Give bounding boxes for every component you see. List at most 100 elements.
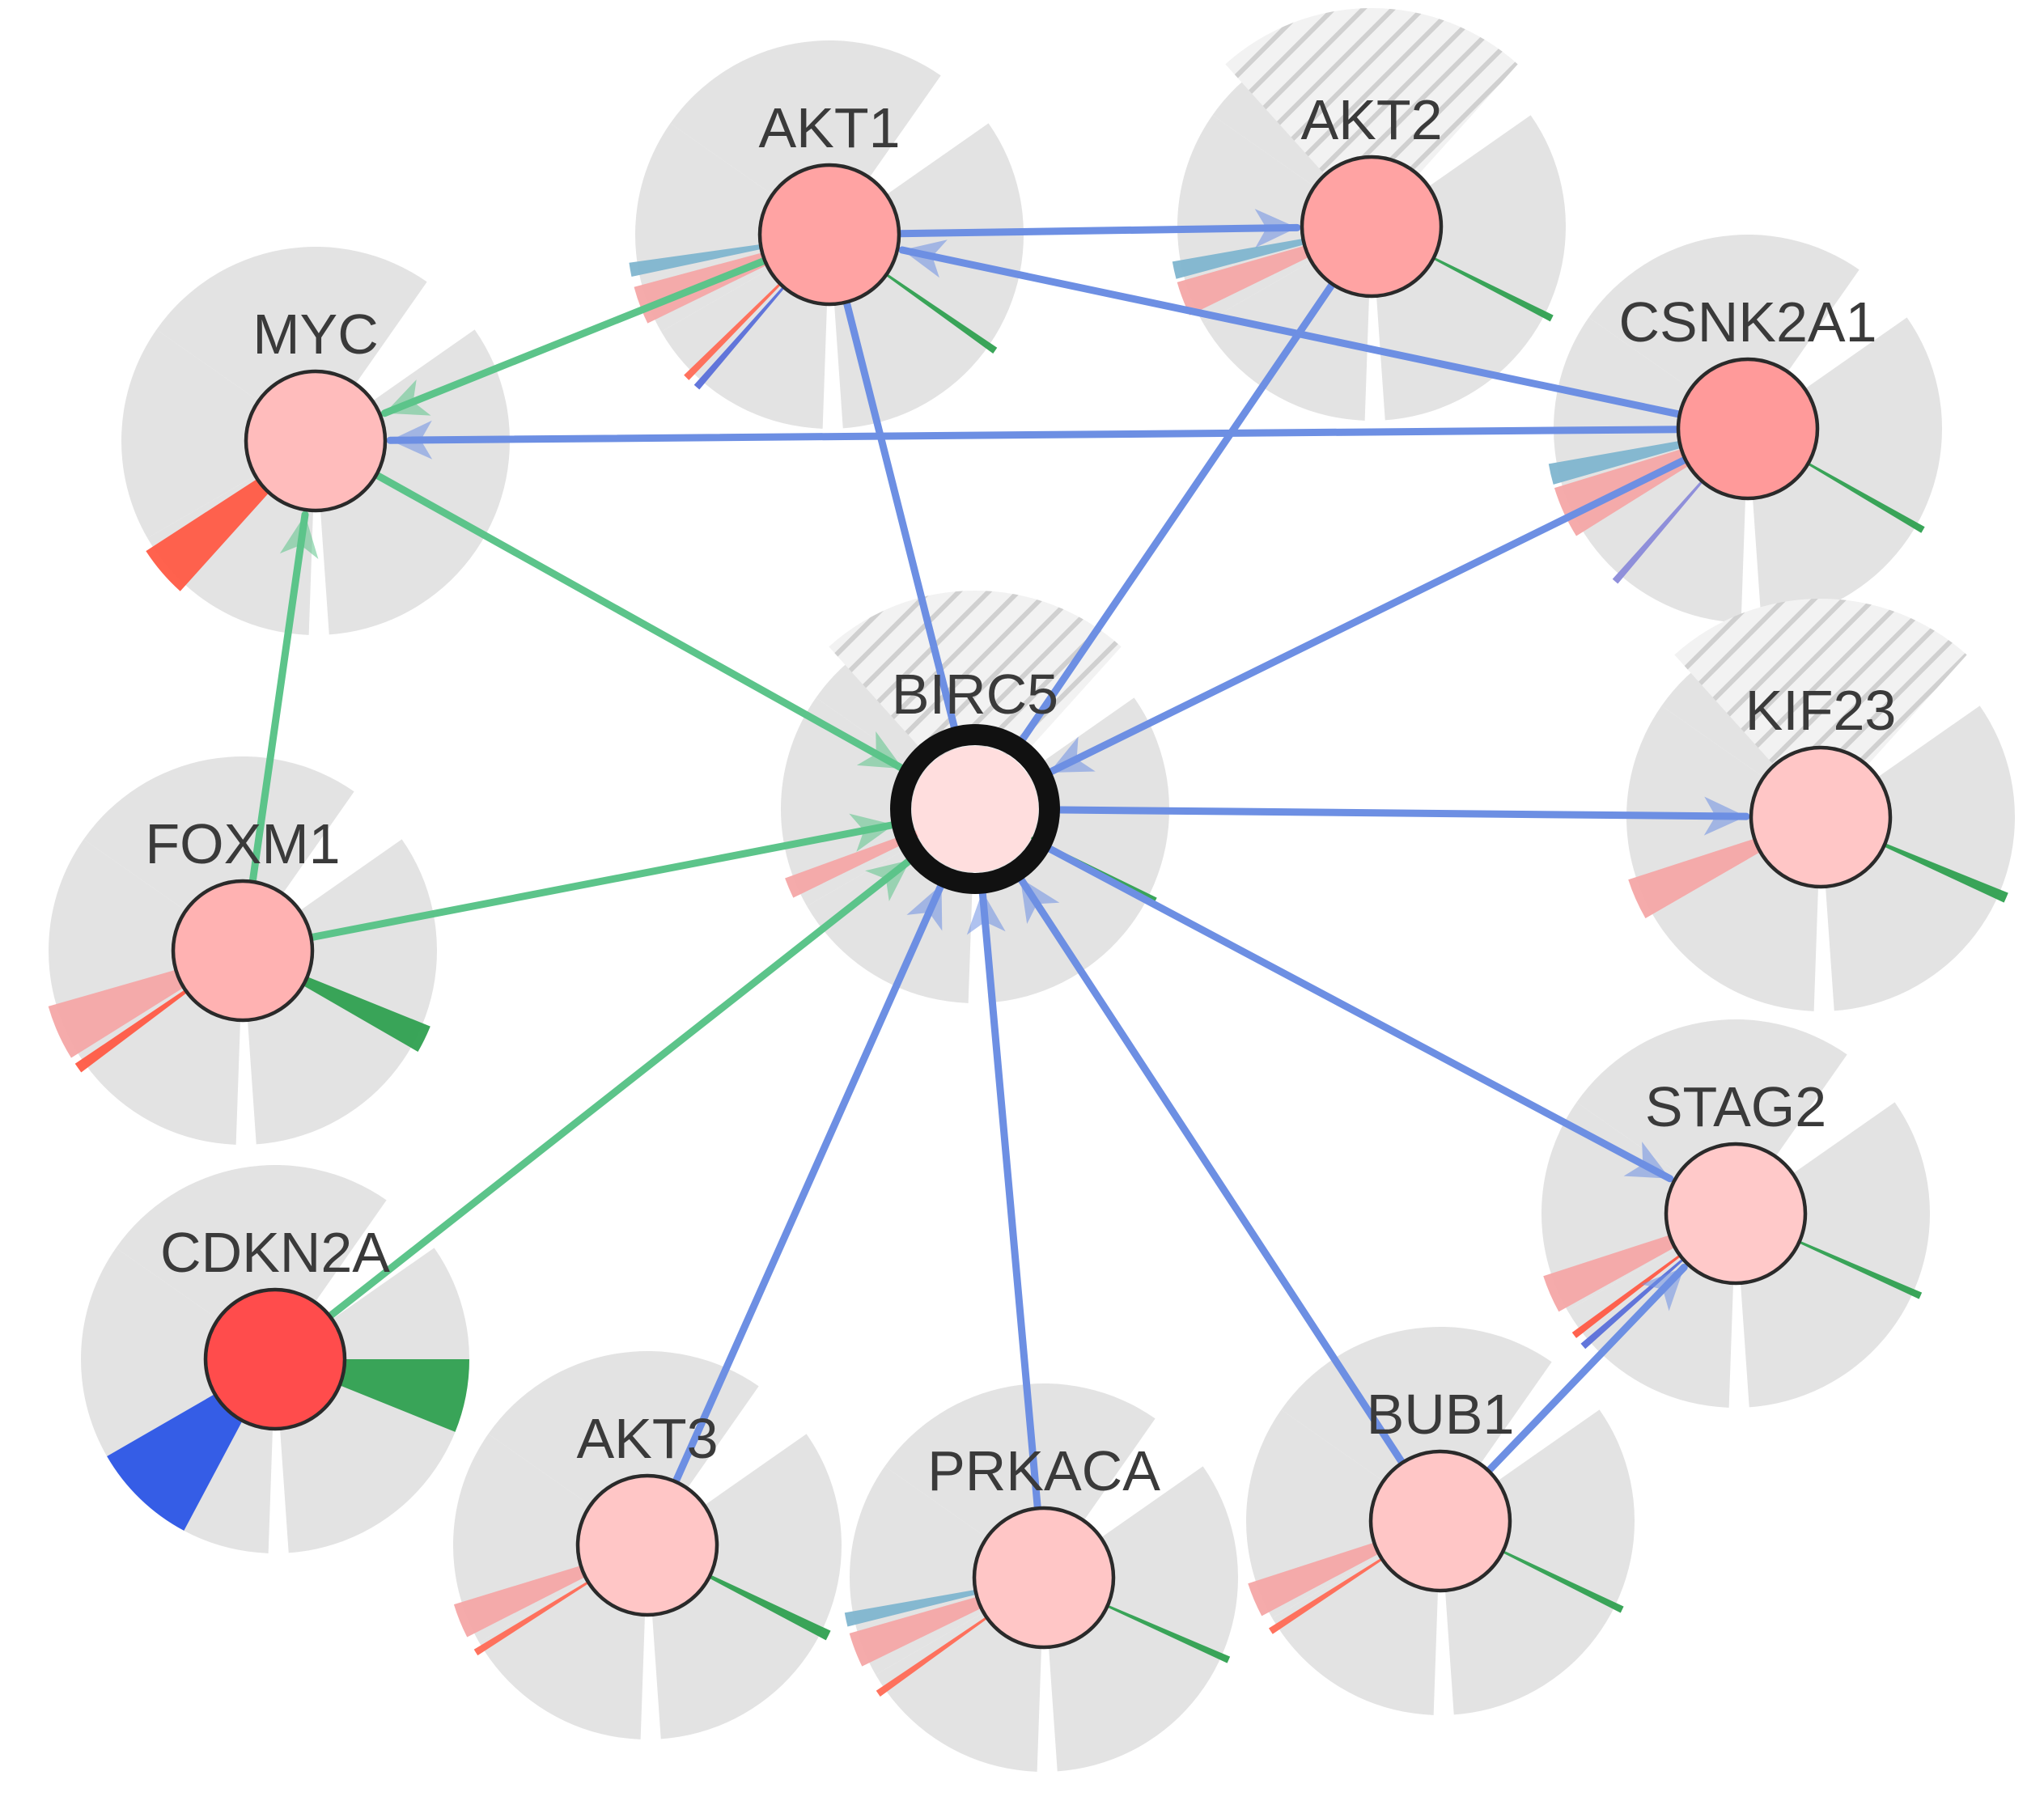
halo-ring <box>780 697 975 906</box>
node-core[interactable] <box>244 369 388 513</box>
node-birc5[interactable]: BIRC5 <box>890 663 1060 894</box>
edge-arrowhead <box>1020 878 1060 925</box>
halo-ring <box>116 1165 387 1359</box>
edge-akt1-birc5[interactable] <box>842 298 959 733</box>
halo-ring <box>83 756 354 951</box>
edge-bub1-birc5[interactable] <box>1016 874 1406 1467</box>
edge-foxm1-myc[interactable] <box>248 511 319 886</box>
edge-akt1-myc[interactable] <box>380 256 769 417</box>
edge-line[interactable] <box>978 888 1041 1512</box>
edge-arrowhead <box>1254 209 1298 248</box>
edge-line[interactable] <box>1485 1263 1688 1475</box>
node-akt2[interactable]: AKT2 <box>1300 88 1444 299</box>
node-label: CSNK2A1 <box>1618 290 1876 354</box>
edge-akt3-birc5[interactable] <box>672 880 946 1485</box>
node-core[interactable] <box>1749 745 1893 889</box>
node-label: PRKACA <box>927 1439 1160 1502</box>
node-core[interactable] <box>575 1473 719 1617</box>
node-myc[interactable]: MYC <box>244 303 388 513</box>
halo-notch <box>640 1545 661 1741</box>
edge-line[interactable] <box>1017 280 1337 745</box>
node-core[interactable] <box>912 746 1038 872</box>
halo-notch <box>1364 227 1385 423</box>
edge-arrowhead <box>902 239 948 278</box>
node-label: MYC <box>252 303 379 366</box>
halo-notch <box>1728 1214 1749 1409</box>
node-core[interactable] <box>972 1506 1116 1650</box>
edge-arrowhead <box>856 731 903 769</box>
edge-arrowhead <box>849 813 894 852</box>
edge-line[interactable] <box>1047 806 1750 820</box>
halo-notch <box>1433 1521 1454 1717</box>
halo-ring <box>884 1383 1156 1578</box>
halo-notch <box>1037 1578 1058 1773</box>
halo-ring <box>670 40 941 235</box>
node-akt1[interactable]: AKT1 <box>757 96 901 307</box>
edge-myc-birc5[interactable] <box>372 471 907 773</box>
node-foxm1[interactable]: FOXM1 <box>145 812 341 1023</box>
node-core[interactable] <box>203 1287 347 1431</box>
edge-line[interactable] <box>895 223 1301 238</box>
edge-line[interactable] <box>380 256 769 417</box>
edge-csnk2a1-birc5[interactable] <box>1045 455 1690 777</box>
edge-line[interactable] <box>1045 455 1690 777</box>
edge-cdkn2a-birc5[interactable] <box>326 856 914 1320</box>
expression-hatch <box>829 591 1122 809</box>
edge-line[interactable] <box>672 880 946 1485</box>
node-core[interactable] <box>171 879 315 1023</box>
halo-notch <box>308 441 329 637</box>
node-kif23[interactable]: KIF23 <box>1745 679 1897 889</box>
edge-line[interactable] <box>386 426 1682 444</box>
edge-foxm1-birc5[interactable] <box>307 813 898 942</box>
halo-notch <box>268 1359 289 1555</box>
edge-arrowhead <box>906 884 943 931</box>
node-bub1[interactable]: BUB1 <box>1367 1383 1515 1593</box>
node-label: FOXM1 <box>145 812 340 875</box>
edge-arrowhead <box>1640 1267 1685 1311</box>
node-label: BIRC5 <box>892 663 1058 726</box>
edge-csnk2a1-myc[interactable] <box>386 420 1682 460</box>
node-core[interactable] <box>1300 155 1444 299</box>
edge-birc5-kif23[interactable] <box>1047 796 1750 836</box>
edge-prkaca-birc5[interactable] <box>966 888 1041 1512</box>
edge-akt1-akt2[interactable] <box>895 209 1301 248</box>
node-akt3[interactable]: AKT3 <box>575 1407 719 1617</box>
edge-line[interactable] <box>1016 874 1406 1467</box>
edge-line[interactable] <box>248 511 309 886</box>
edge-arrowhead <box>279 515 319 559</box>
node-core[interactable] <box>1676 357 1820 501</box>
node-label: AKT2 <box>1300 88 1442 151</box>
node-prkaca[interactable]: PRKACA <box>927 1439 1160 1650</box>
edge-arrowhead <box>384 379 431 416</box>
halo-notch <box>1741 429 1762 625</box>
edge-csnk2a1-akt1[interactable] <box>898 239 1684 418</box>
node-core[interactable] <box>1664 1142 1808 1286</box>
edge-line[interactable] <box>898 246 1684 418</box>
edge-arrowhead <box>1049 736 1096 773</box>
halo-notch <box>822 235 843 431</box>
halo-ring <box>1588 235 1860 429</box>
node-csnk2a1[interactable]: CSNK2A1 <box>1618 290 1877 501</box>
halo-ring <box>1576 1019 1847 1214</box>
node-cdkn2a[interactable]: CDKN2A <box>160 1221 390 1431</box>
edge-line[interactable] <box>842 298 959 733</box>
edge-line[interactable] <box>307 820 898 942</box>
edge-line[interactable] <box>1038 841 1674 1183</box>
node-core[interactable] <box>1368 1449 1512 1593</box>
halo-ring <box>80 1248 275 1456</box>
expression-hatch <box>1674 598 1967 817</box>
edge-akt2-birc5[interactable] <box>1017 280 1337 745</box>
halo-ring <box>156 247 427 441</box>
seed-node-ring <box>890 724 1060 894</box>
node-core[interactable] <box>757 163 901 307</box>
halo-notch <box>1813 817 1834 1013</box>
edge-birc5-stag2[interactable] <box>1038 841 1674 1183</box>
edge-line[interactable] <box>326 856 914 1320</box>
node-stag2[interactable]: STAG2 <box>1645 1075 1826 1286</box>
edge-arrowhead <box>1703 796 1747 836</box>
edge-bub1-stag2[interactable] <box>1485 1263 1688 1475</box>
node-label: CDKN2A <box>160 1221 390 1284</box>
halo-ring <box>121 329 316 538</box>
edge-line[interactable] <box>372 471 907 773</box>
